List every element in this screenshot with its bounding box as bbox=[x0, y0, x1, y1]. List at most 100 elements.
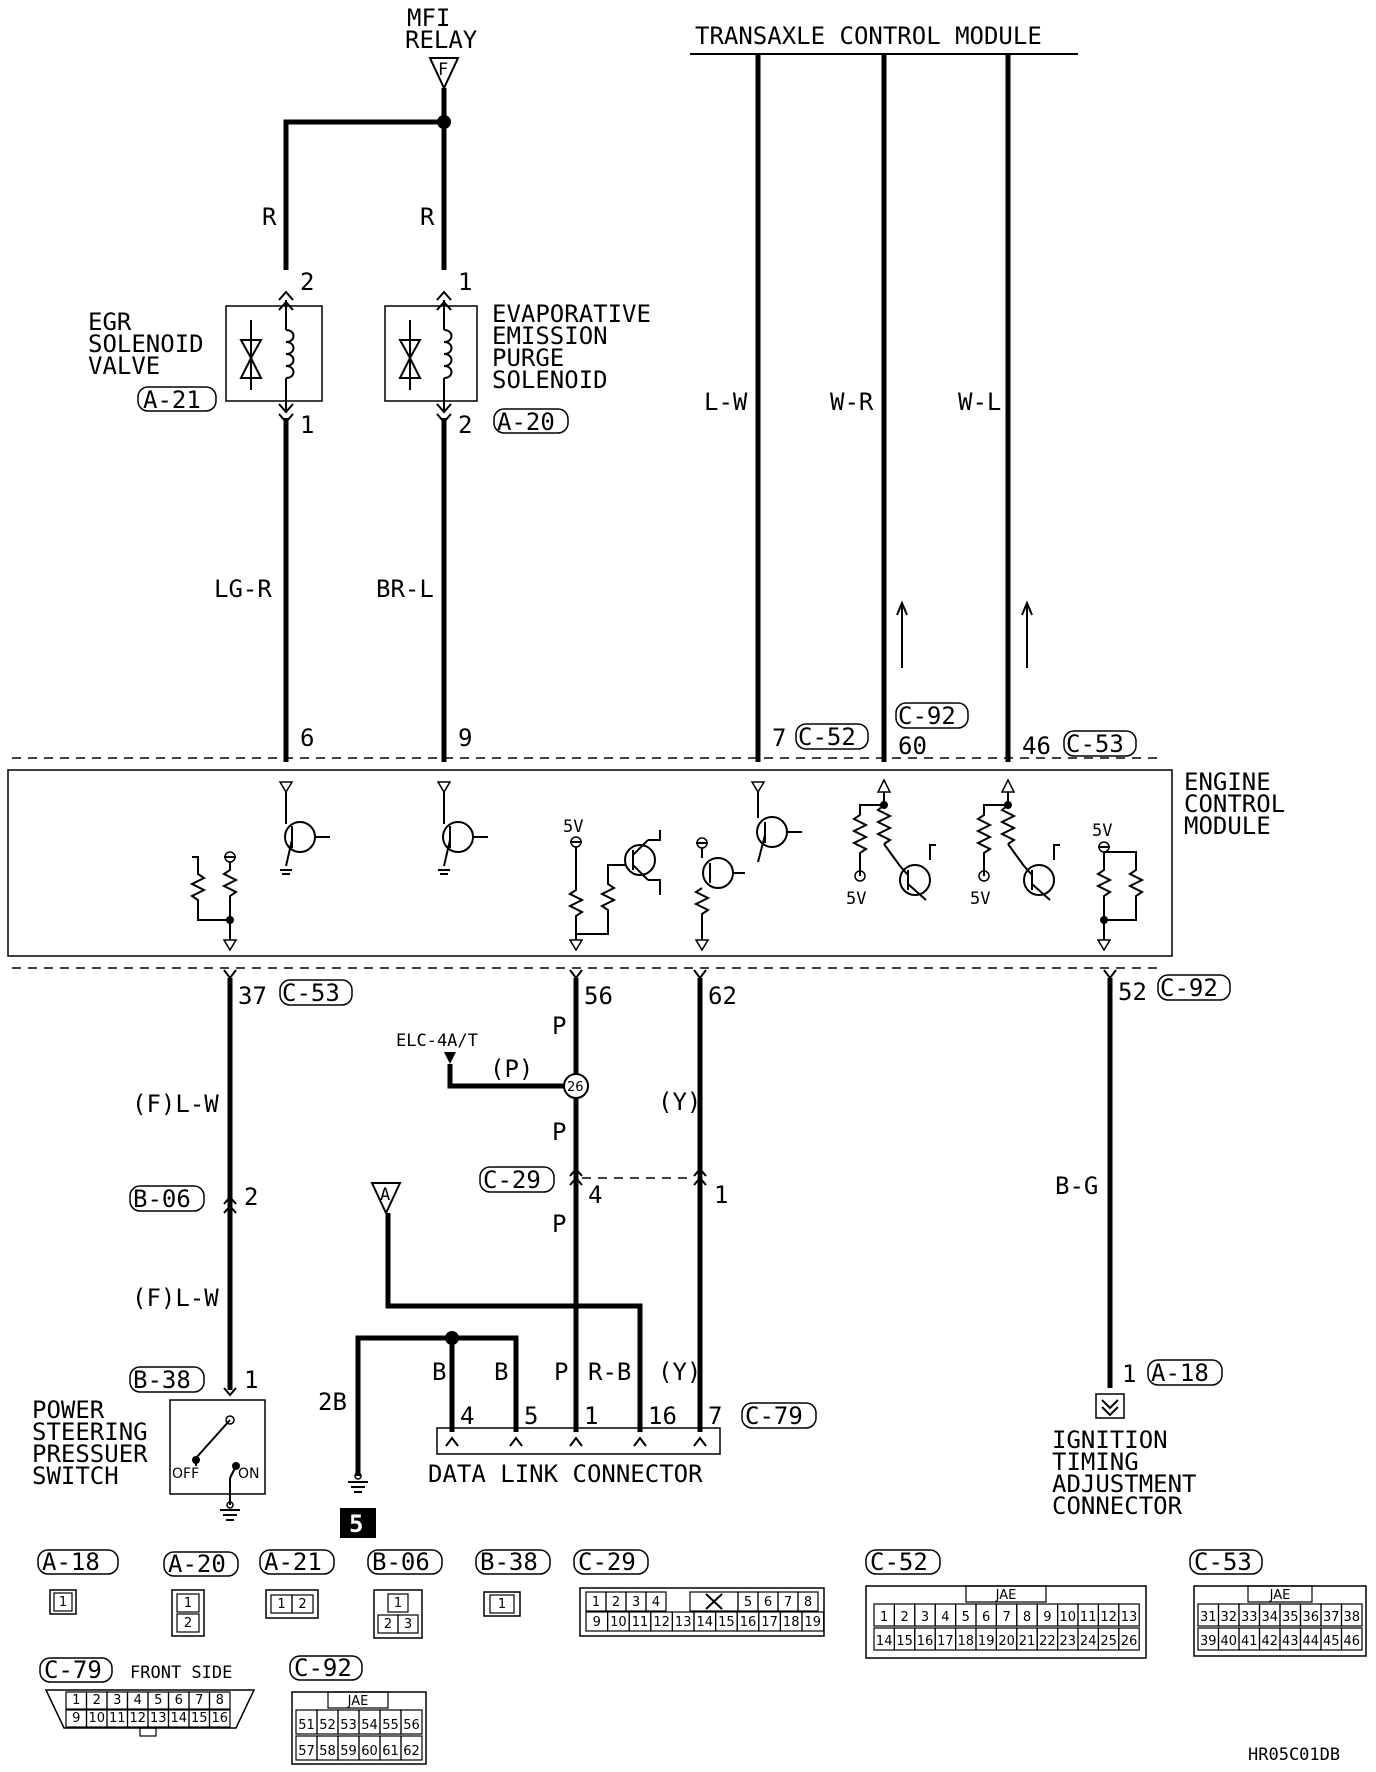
legend-a-20-label: A-20 bbox=[168, 1550, 226, 1578]
legend-c53-cell bbox=[1340, 1627, 1363, 1651]
ps-on-label: ON bbox=[238, 1466, 260, 1482]
wire-label-p-56: P bbox=[552, 1012, 566, 1040]
conn-c53: C-53 bbox=[1066, 730, 1124, 758]
legend-c29-cell bbox=[797, 1591, 819, 1612]
legend-c79-pin: 9 bbox=[72, 1711, 80, 1726]
c29-pin-4: 4 bbox=[588, 1181, 602, 1209]
egr-solenoid-box bbox=[225, 305, 323, 402]
legend-c-29-tag bbox=[573, 1549, 649, 1575]
legend-c52-pin: 21 bbox=[1019, 1634, 1036, 1649]
b06-connector-marker bbox=[223, 1195, 237, 1214]
legend-c29-pin: 6 bbox=[764, 1595, 772, 1610]
egr-pin-top: 2 bbox=[300, 268, 314, 296]
legend-c52-pin: 8 bbox=[1023, 1610, 1031, 1625]
legend-c53-pin: 42 bbox=[1261, 1634, 1278, 1649]
legend-c29-cell bbox=[645, 1591, 667, 1612]
egr-pin-bottom: 1 bbox=[300, 411, 314, 439]
conn-c29-tag bbox=[479, 1166, 555, 1193]
egr-coil bbox=[285, 329, 295, 379]
ecm-driver-6 bbox=[278, 781, 330, 875]
conn-c29: C-29 bbox=[483, 1166, 541, 1194]
evap-label-4: SOLENOID bbox=[492, 366, 608, 394]
legend-b-06-tag bbox=[367, 1549, 443, 1575]
conn-b38: B-38 bbox=[133, 1366, 191, 1394]
conn-c53-lower-tag bbox=[279, 979, 353, 1006]
evap-valve-symbol-2 bbox=[398, 355, 422, 379]
footer-code: HR05C01DB bbox=[1248, 1745, 1340, 1765]
ecm-label-1: ENGINE bbox=[1184, 768, 1271, 796]
legend-c52-pin: 3 bbox=[921, 1610, 929, 1625]
legend-b06-pin: 1 bbox=[394, 1596, 402, 1611]
egr-valve-symbol bbox=[239, 339, 263, 361]
dlc-pin-5: 5 bbox=[524, 1402, 538, 1430]
legend-c29-pin: 9 bbox=[593, 1615, 601, 1630]
ign-label-2: TIMING bbox=[1052, 1448, 1139, 1476]
egr-valve-symbol-2 bbox=[239, 355, 263, 379]
dlc-box bbox=[436, 1427, 721, 1455]
legend-c52-pin: 2 bbox=[900, 1610, 908, 1625]
b38-pin-1: 1 bbox=[244, 1366, 258, 1394]
legend-b06-pin: 2 bbox=[384, 1617, 392, 1632]
wire-label-lg-r: LG-R bbox=[214, 575, 272, 603]
wire-label-p-low: P bbox=[552, 1210, 566, 1238]
ps-label-3: PRESSUER bbox=[32, 1440, 148, 1468]
pin-62-marker bbox=[693, 969, 707, 980]
legend-c52-pin: 7 bbox=[1002, 1610, 1010, 1625]
dlc-pin-4: 4 bbox=[460, 1402, 474, 1430]
ground-5-label: 5 bbox=[349, 1510, 363, 1538]
evap-label-3: PURGE bbox=[492, 344, 564, 372]
legend-c52-pin: 10 bbox=[1060, 1610, 1077, 1625]
legend-c92-cell bbox=[400, 1735, 423, 1761]
legend-c53-pin: 39 bbox=[1200, 1634, 1217, 1649]
legend-c29-pin: 2 bbox=[612, 1595, 620, 1610]
conn-a18-tag bbox=[1147, 1359, 1223, 1386]
power-steering-switch-box bbox=[169, 1399, 266, 1495]
conn-a21-tag bbox=[137, 386, 217, 412]
legend-c53-pin: 41 bbox=[1241, 1634, 1258, 1649]
ign-label-1: IGNITION bbox=[1052, 1426, 1168, 1454]
ground-2b-label: 2B bbox=[318, 1388, 347, 1416]
legend-a20-pin: 2 bbox=[184, 1616, 192, 1631]
dlc-pin-16: 16 bbox=[648, 1402, 677, 1430]
evap-label-1: EVAPORATIVE bbox=[492, 300, 651, 328]
legend-c79-pin: 8 bbox=[216, 1693, 224, 1708]
legend-b06-cell bbox=[397, 1614, 419, 1634]
mfi-relay-label-2: RELAY bbox=[405, 26, 478, 54]
legend-c52-pin: 26 bbox=[1121, 1634, 1138, 1649]
power-steering-switch-symbol bbox=[192, 1415, 240, 1494]
legend-c92-jae-box bbox=[327, 1691, 389, 1709]
legend-a20-pin: 1 bbox=[184, 1596, 192, 1611]
ecm-pin-6: 6 bbox=[300, 724, 314, 752]
legend-c92-pin: 58 bbox=[319, 1744, 336, 1759]
legend-c79-pin: 2 bbox=[93, 1693, 101, 1708]
evap-solenoid-box bbox=[384, 305, 478, 402]
ecm-pin-37: 37 bbox=[238, 982, 267, 1010]
legend-c-79-tag bbox=[39, 1657, 113, 1683]
wire-label-l-w: L-W bbox=[704, 388, 748, 416]
b38-connector-marker bbox=[223, 1387, 237, 1397]
label-5v-2: 5V bbox=[970, 889, 990, 909]
legend-c52-pin: 18 bbox=[958, 1634, 975, 1649]
legend-c53-pin: 44 bbox=[1302, 1634, 1319, 1649]
legend-c-92-label: C-92 bbox=[294, 1654, 352, 1682]
legend-c-52-label: C-52 bbox=[870, 1548, 928, 1576]
c29-connector-marker bbox=[569, 1167, 583, 1186]
ecm-pin-52: 52 bbox=[1118, 978, 1147, 1006]
egr-label-3: VALVE bbox=[88, 352, 160, 380]
wire-label-elc-p: (P) bbox=[490, 1055, 533, 1083]
wire-label-p-dlc: P bbox=[554, 1358, 568, 1386]
ecm-label-2: CONTROL bbox=[1184, 790, 1285, 818]
egr-label-1: EGR bbox=[88, 308, 132, 336]
evap-label-2: EMISSION bbox=[492, 322, 608, 350]
conn-c53-lower: C-53 bbox=[282, 979, 340, 1007]
ecm-box bbox=[7, 769, 1173, 957]
legend-c79-pin: 3 bbox=[113, 1693, 121, 1708]
egr-label-2: SOLENOID bbox=[88, 330, 204, 358]
ps-label-2: STEERING bbox=[32, 1418, 148, 1446]
legend-c29-pin: 11 bbox=[632, 1615, 649, 1630]
legend-c52-pin: 13 bbox=[1121, 1610, 1138, 1625]
legend-c92-pin: 51 bbox=[298, 1718, 315, 1733]
legend-a18-pin: 1 bbox=[59, 1595, 67, 1610]
legend-c52-pin: 14 bbox=[876, 1634, 893, 1649]
